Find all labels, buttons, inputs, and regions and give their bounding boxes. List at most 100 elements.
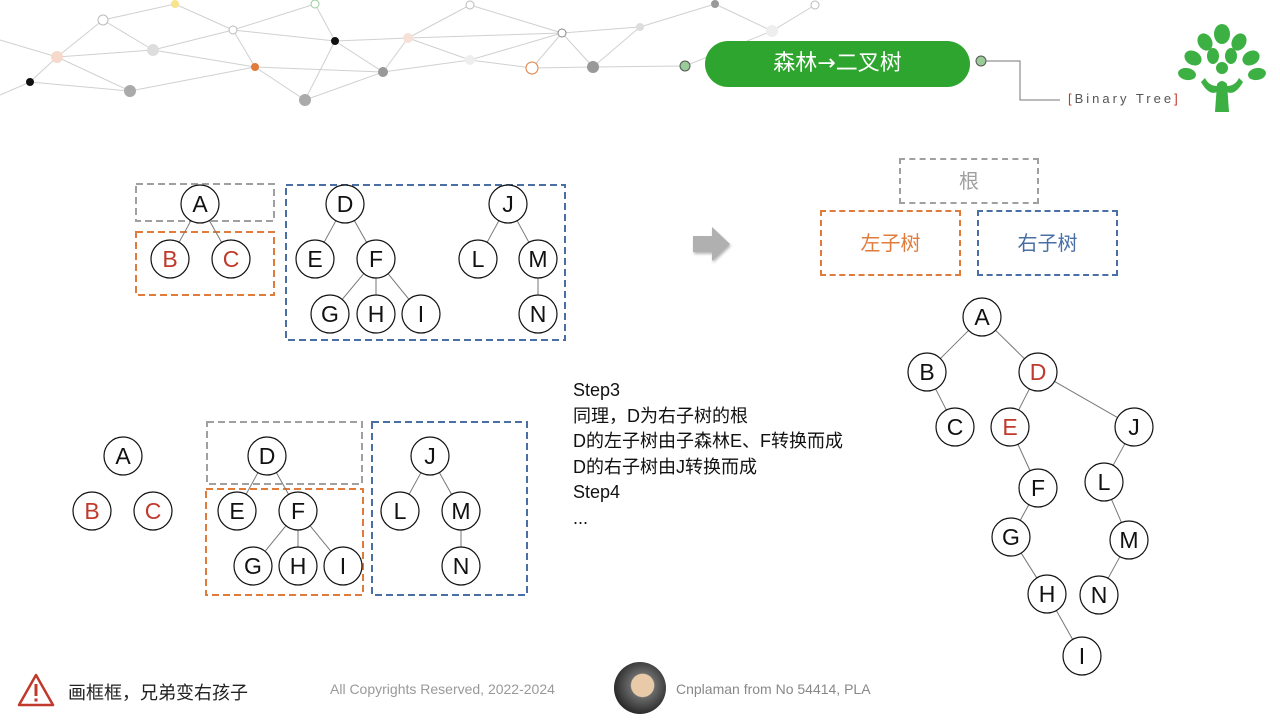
- subtitle-close-bracket: ]: [1174, 91, 1181, 106]
- top-tree-d-node-h-circle: [356, 294, 396, 334]
- binary-tree-node-d-circle: [1018, 352, 1058, 392]
- bottom-tree-d-node-e-circle: [217, 491, 257, 531]
- bottom-tree-j-node-l-circle: [380, 491, 420, 531]
- footer-note: 画框框，兄弟变右孩子: [68, 683, 248, 704]
- bottom-tree-d-node-g-circle: [233, 546, 273, 586]
- bottom-tree-d-node-h-label: H: [290, 553, 307, 579]
- bottom-tree-j-node-m-circle: [441, 491, 481, 531]
- tree-edge: [275, 472, 290, 495]
- network-decoration: [0, 0, 820, 106]
- top-tree-a-node-a-label: A: [192, 191, 208, 217]
- legend-root-label: 根: [959, 169, 979, 193]
- bottom-tree-a-node-b-circle: [72, 491, 112, 531]
- bottom-tree-d-node-d-circle: [247, 436, 287, 476]
- binary-tree-node-h-label: H: [1039, 581, 1056, 607]
- bottom-tree-a-node-c-circle: [133, 491, 173, 531]
- bottom-root-box: [206, 421, 363, 485]
- tree-edge: [178, 220, 192, 243]
- top-tree-d-node-i-label: I: [418, 301, 424, 327]
- bottom-tree-a-node-a-circle: [103, 436, 143, 476]
- tree-edge: [323, 220, 337, 243]
- bottom-tree-j-node-n-label: N: [453, 553, 470, 579]
- tree-edge: [486, 220, 500, 243]
- bottom-tree-a-node-b-label: B: [84, 498, 99, 524]
- binary-tree-node-m-circle: [1109, 520, 1149, 560]
- tree-edge: [935, 388, 947, 411]
- page-title: 森林→二叉树: [705, 41, 970, 87]
- tree-edge: [1020, 552, 1038, 579]
- binary-tree-node-c-label: C: [947, 414, 964, 440]
- tree-edge: [1107, 556, 1121, 579]
- top-tree-d-node-d-label: D: [337, 191, 354, 217]
- bottom-tree-d-node-e-label: E: [229, 498, 244, 524]
- author-text: Cnplaman from No 54414, PLA: [676, 681, 871, 697]
- legend-left-box: 左子树: [820, 210, 961, 276]
- top-tree-j-node-n-circle: [518, 294, 558, 334]
- warning-icon: [17, 673, 55, 707]
- top-tree-d-node-e-circle: [295, 239, 335, 279]
- top-tree-d-node-d-circle: [325, 184, 365, 224]
- tree-logo-icon: [1178, 24, 1266, 112]
- bottom-tree-d-node-f-circle: [278, 491, 318, 531]
- top-tree-a-node-c-circle: [211, 239, 251, 279]
- avatar: [614, 662, 666, 714]
- top-tree-a-node-b-label: B: [162, 246, 177, 272]
- binary-tree-node-d-label: D: [1030, 359, 1047, 385]
- binary-tree-node-n-circle: [1079, 575, 1119, 615]
- top-tree-d-node-i-circle: [401, 294, 441, 334]
- binary-tree-node-a-circle: [962, 297, 1002, 337]
- binary-tree-node-a-label: A: [974, 304, 990, 330]
- subtitle: [Binary Tree]: [1068, 91, 1181, 106]
- tree-edge: [995, 329, 1025, 360]
- bottom-tree-a-node-a-label: A: [115, 443, 131, 469]
- top-tree-d-node-f-label: F: [369, 246, 383, 272]
- tree-edge: [1055, 610, 1074, 640]
- bottom-tree-d-node-i-circle: [323, 546, 363, 586]
- top-tree-d-node-h-label: H: [368, 301, 385, 327]
- bottom-tree-j-node-n-circle: [441, 546, 481, 586]
- bottom-left-box: [205, 488, 364, 596]
- binary-tree-node-f-circle: [1018, 468, 1058, 508]
- binary-tree-node-b-label: B: [919, 359, 934, 385]
- tree-edge: [1019, 504, 1030, 521]
- bottom-tree-d-node-i-label: I: [340, 553, 346, 579]
- top-tree-j-node-l-circle: [458, 239, 498, 279]
- top-tree-a-node-c-label: C: [223, 246, 240, 272]
- top-tree-a-node-a-circle: [180, 184, 220, 224]
- binary-tree-node-n-label: N: [1091, 582, 1108, 608]
- tree-edge: [264, 525, 287, 552]
- top-tree-a-node-b-circle: [150, 239, 190, 279]
- bottom-tree-d-node-h-circle: [278, 546, 318, 586]
- bottom-tree-d-node-g-label: G: [244, 553, 262, 579]
- arrow-right-icon: [693, 227, 730, 261]
- legend-right-box: 右子树: [977, 210, 1118, 276]
- binary-tree-node-j-circle: [1114, 407, 1154, 447]
- top-tree-j-node-j-circle: [488, 184, 528, 224]
- tree-edge: [353, 220, 368, 243]
- tree-edge: [516, 220, 530, 243]
- tree-edge: [1112, 443, 1126, 466]
- top-tree-j-node-n-label: N: [530, 301, 547, 327]
- tree-edge: [309, 525, 332, 552]
- bottom-tree-d-node-d-label: D: [259, 443, 276, 469]
- top-tree-d-node-e-label: E: [307, 246, 322, 272]
- steps-text: Step3 同理，D为右子树的根 D的左子树由子森林E、F转换而成 D的右子树由…: [573, 380, 843, 528]
- binary-tree-node-e-circle: [990, 407, 1030, 447]
- bottom-tree-j-node-m-label: M: [451, 498, 470, 524]
- binary-tree-node-b-circle: [907, 352, 947, 392]
- bottom-tree-j-node-l-label: L: [394, 498, 407, 524]
- subtitle-text: Binary Tree: [1074, 91, 1175, 106]
- top-tree-j-node-l-label: L: [472, 246, 485, 272]
- top-tree-d-node-g-label: G: [321, 301, 339, 327]
- top-tree-d-node-g-circle: [310, 294, 350, 334]
- top-tree-j-node-m-circle: [518, 239, 558, 279]
- bottom-tree-a-node-c-label: C: [145, 498, 162, 524]
- top-tree-j-node-j-label: J: [502, 191, 514, 217]
- binary-tree-node-i-circle: [1062, 636, 1102, 676]
- bottom-tree-d-node-f-label: F: [291, 498, 305, 524]
- binary-tree-node-h-circle: [1027, 574, 1067, 614]
- legend-right-label: 右子树: [1017, 231, 1078, 255]
- tree-edge: [1017, 444, 1031, 471]
- top-tree-d-node-f-circle: [356, 239, 396, 279]
- copyright-text: All Copyrights Reserved, 2022-2024: [330, 681, 555, 697]
